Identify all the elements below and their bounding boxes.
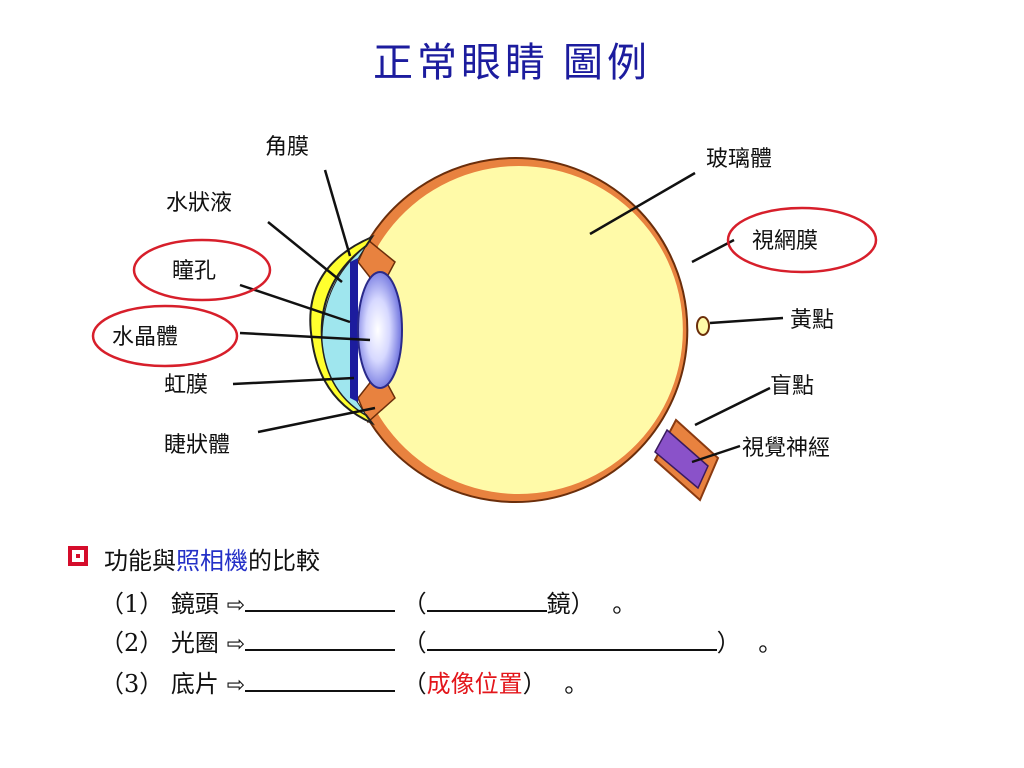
row-name: 鏡頭 bbox=[170, 590, 219, 618]
row-open-paren: （ bbox=[402, 629, 427, 657]
leader-iris bbox=[232, 376, 355, 386]
answer-blank[interactable] bbox=[245, 627, 395, 651]
arrow-icon: ⇨ bbox=[226, 673, 245, 698]
leader-lines bbox=[232, 169, 784, 464]
leader-lens bbox=[239, 331, 371, 342]
row-number: （2） bbox=[100, 629, 164, 657]
row-end: 。 bbox=[564, 670, 589, 698]
leader-macula bbox=[709, 316, 784, 325]
row-end: 。 bbox=[758, 629, 783, 657]
leader-pupil bbox=[239, 283, 351, 324]
comparison-row-1: （1） 鏡頭 ⇨ （ 鏡） 。 bbox=[100, 584, 636, 619]
row-inner-suffix: ） bbox=[716, 629, 741, 657]
highlight-circle-lens bbox=[91, 304, 239, 368]
leader-retina bbox=[691, 238, 735, 264]
row-name: 底片 bbox=[170, 670, 219, 698]
label-pupil: 瞳孔 bbox=[172, 259, 216, 284]
iris bbox=[350, 258, 358, 402]
label-blindspot: 盲點 bbox=[770, 374, 814, 399]
answer-blank-inner[interactable] bbox=[426, 627, 717, 651]
comparison-row-3: （3） 底片 ⇨ （成像位置） 。 bbox=[100, 664, 588, 699]
comparison-row-2: （2） 光圈 ⇨ （ ） 。 bbox=[100, 623, 782, 658]
crystalline-lens bbox=[357, 271, 403, 389]
cornea bbox=[309, 234, 376, 426]
row-number: （3） bbox=[100, 670, 164, 698]
section-heading: 功能與照相機的比較 bbox=[104, 541, 320, 576]
eye-diagram: 角膜 水狀液 瞳孔 水晶體 虹膜 睫狀體 玻璃體 視網膜 黃點 盲點 視覺神經 bbox=[91, 135, 878, 503]
heading-suffix: 的比較 bbox=[248, 547, 320, 575]
bullet-icon bbox=[68, 546, 88, 566]
answer-blank-inner[interactable] bbox=[426, 588, 547, 612]
leader-optic-nerve bbox=[691, 444, 741, 464]
label-iris: 虹膜 bbox=[164, 373, 208, 398]
macula bbox=[696, 316, 710, 336]
arrow-icon: ⇨ bbox=[226, 632, 245, 657]
answer-blank[interactable] bbox=[245, 588, 395, 612]
leader-cornea bbox=[323, 169, 352, 257]
row-open-paren: （ bbox=[402, 590, 427, 618]
leader-aqueous bbox=[267, 221, 343, 283]
page-title: 正常眼睛圖例 bbox=[0, 30, 1024, 88]
vitreous-body bbox=[378, 166, 683, 494]
leader-ciliary bbox=[257, 406, 376, 434]
row-open-paren: （ bbox=[402, 670, 427, 698]
arrow-icon: ⇨ bbox=[226, 593, 245, 618]
label-ciliary: 睫狀體 bbox=[164, 433, 230, 458]
leader-blindspot bbox=[694, 386, 771, 427]
highlight-circle-pupil bbox=[132, 238, 272, 302]
label-aqueous: 水狀液 bbox=[166, 191, 232, 216]
title-part2: 圖例 bbox=[563, 40, 651, 86]
label-optic-nerve: 視覺神經 bbox=[742, 436, 830, 461]
optic-nerve bbox=[653, 418, 720, 502]
row-name: 光圈 bbox=[170, 629, 219, 657]
row-end: 。 bbox=[612, 590, 637, 618]
label-lens: 水晶體 bbox=[112, 325, 178, 350]
answer-blank[interactable] bbox=[245, 668, 395, 692]
label-retina: 視網膜 bbox=[752, 229, 818, 254]
label-cornea: 角膜 bbox=[265, 135, 309, 160]
label-vitreous: 玻璃體 bbox=[706, 147, 772, 172]
label-macula: 黃點 bbox=[790, 308, 834, 333]
highlight-circle-retina bbox=[726, 206, 878, 274]
title-part1: 正常眼睛 bbox=[373, 40, 549, 86]
heading-highlight: 照相機 bbox=[176, 547, 248, 575]
leader-vitreous bbox=[589, 171, 696, 236]
row-inner-suffix: 鏡） bbox=[546, 590, 595, 618]
row-number: （1） bbox=[100, 590, 164, 618]
row-inner-suffix: ） bbox=[522, 670, 547, 698]
heading-prefix: 功能與 bbox=[104, 547, 176, 575]
row-inner-answer: 成像位置 bbox=[426, 670, 523, 698]
